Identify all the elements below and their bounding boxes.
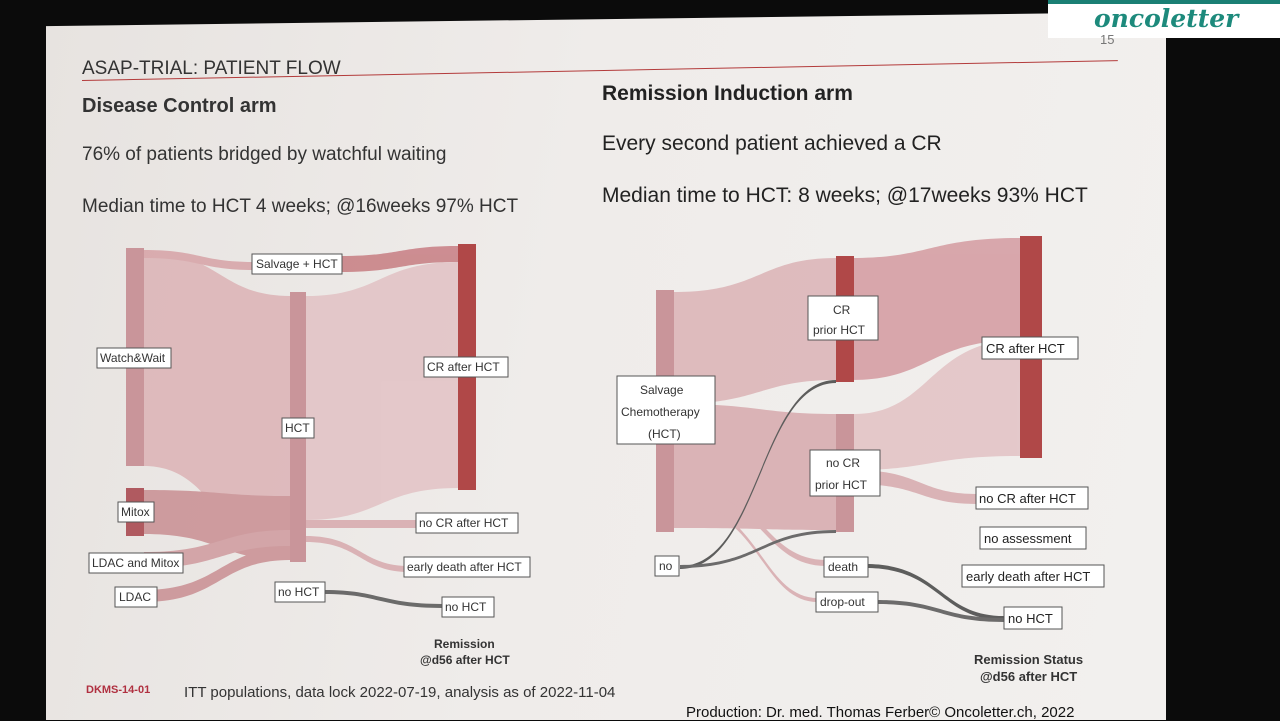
- label-salvage-hct: Salvage + HCT: [256, 257, 338, 271]
- flow-salvage-cr: [340, 246, 458, 272]
- label-cr-prior-2: prior HCT: [813, 323, 866, 337]
- label-mitox: Mitox: [121, 505, 150, 519]
- flow-hct-cr: [306, 262, 458, 520]
- label-salvage-1: Salvage: [640, 383, 684, 397]
- label-cr-after: CR after HCT: [427, 360, 500, 374]
- page-number: 15: [1100, 32, 1115, 47]
- flow-dropout-nohct: [876, 600, 1004, 622]
- label-hct: HCT: [285, 421, 310, 435]
- label-dropout: drop-out: [820, 595, 865, 609]
- label-death: death: [828, 560, 858, 574]
- label-ldac: LDAC: [119, 590, 151, 604]
- flow-cr-crafter: [852, 238, 1020, 380]
- label-cr-prior-1: CR: [833, 303, 851, 317]
- flow-hct-nocr: [306, 520, 420, 528]
- label-no-hct-end: no HCT: [445, 600, 487, 614]
- label-salvage-2: Chemotherapy: [621, 405, 700, 419]
- right-sankey: Salvage Chemotherapy (HCT) no CR prior H…: [616, 236, 1105, 684]
- label-ldac-mitox: LDAC and Mitox: [92, 556, 179, 570]
- label-no-cr-after: no CR after HCT: [419, 516, 509, 530]
- label-no: no: [659, 559, 673, 573]
- label-cr-after: CR after HCT: [986, 341, 1065, 356]
- flow-no-nocr: [680, 530, 836, 568]
- label-no-assessment: no assessment: [984, 531, 1072, 546]
- left-sankey: Watch&Wait Mitox LDAC and Mitox LDAC Sal…: [88, 244, 531, 667]
- label-no-hct: no HCT: [1008, 611, 1053, 626]
- flow-nohct-end: [324, 590, 442, 608]
- brand-logo-box: [1048, 0, 1280, 38]
- right-arm-heading: Remission Induction arm: [602, 82, 853, 105]
- flow-ldac-hct: [144, 548, 290, 602]
- left-flows: [144, 246, 458, 608]
- label-salvage-3: (HCT): [648, 427, 681, 441]
- flow-hct-earlydeath: [306, 536, 410, 572]
- flow-nocr-crafter: [854, 340, 1020, 470]
- flow-salvage-cr: [674, 258, 836, 404]
- label-nocr-prior-2: prior HCT: [815, 478, 868, 492]
- label-nocr-prior-1: no CR: [826, 456, 860, 470]
- right-axis-label-1: Remission Status: [974, 652, 1083, 667]
- label-watchwait: Watch&Wait: [100, 351, 166, 365]
- footer-note: ITT populations, data lock 2022-07-19, a…: [184, 684, 616, 701]
- label-no-cr-after: no CR after HCT: [979, 491, 1076, 506]
- production-credit: Production: Dr. med. Thomas Ferber© Onco…: [686, 704, 1075, 721]
- brand-logo: oncoletter: [1094, 4, 1239, 33]
- left-axis-label-2: @d56 after HCT: [420, 653, 510, 667]
- slide-title: ASAP-TRIAL: PATIENT FLOW: [82, 58, 341, 79]
- flow-watchwait-hct: [144, 252, 290, 560]
- label-early-death: early death after HCT: [966, 569, 1090, 584]
- right-arm-line1: Every second patient achieved a CR: [602, 132, 942, 155]
- left-labels: Watch&Wait Mitox LDAC and Mitox LDAC Sal…: [88, 253, 531, 667]
- left-axis-label-1: Remission: [434, 637, 495, 651]
- flow-nocr-nocrafter: [854, 470, 976, 504]
- right-arm-line2: Median time to HCT: 8 weeks; @17weeks 93…: [602, 184, 1088, 207]
- left-arm-heading: Disease Control arm: [82, 95, 277, 117]
- right-labels: Salvage Chemotherapy (HCT) no CR prior H…: [616, 295, 1105, 684]
- study-id: DKMS-14-01: [86, 684, 151, 696]
- label-no-hct-mid: no HCT: [278, 585, 320, 599]
- right-axis-label-2: @d56 after HCT: [980, 669, 1077, 684]
- left-arm-line1: 76% of patients bridged by watchful wait…: [82, 144, 447, 165]
- flow-watchwait-salvage: [144, 250, 254, 270]
- left-arm-line2: Median time to HCT 4 weeks; @16weeks 97%…: [82, 196, 519, 217]
- label-early-death: early death after HCT: [407, 560, 522, 574]
